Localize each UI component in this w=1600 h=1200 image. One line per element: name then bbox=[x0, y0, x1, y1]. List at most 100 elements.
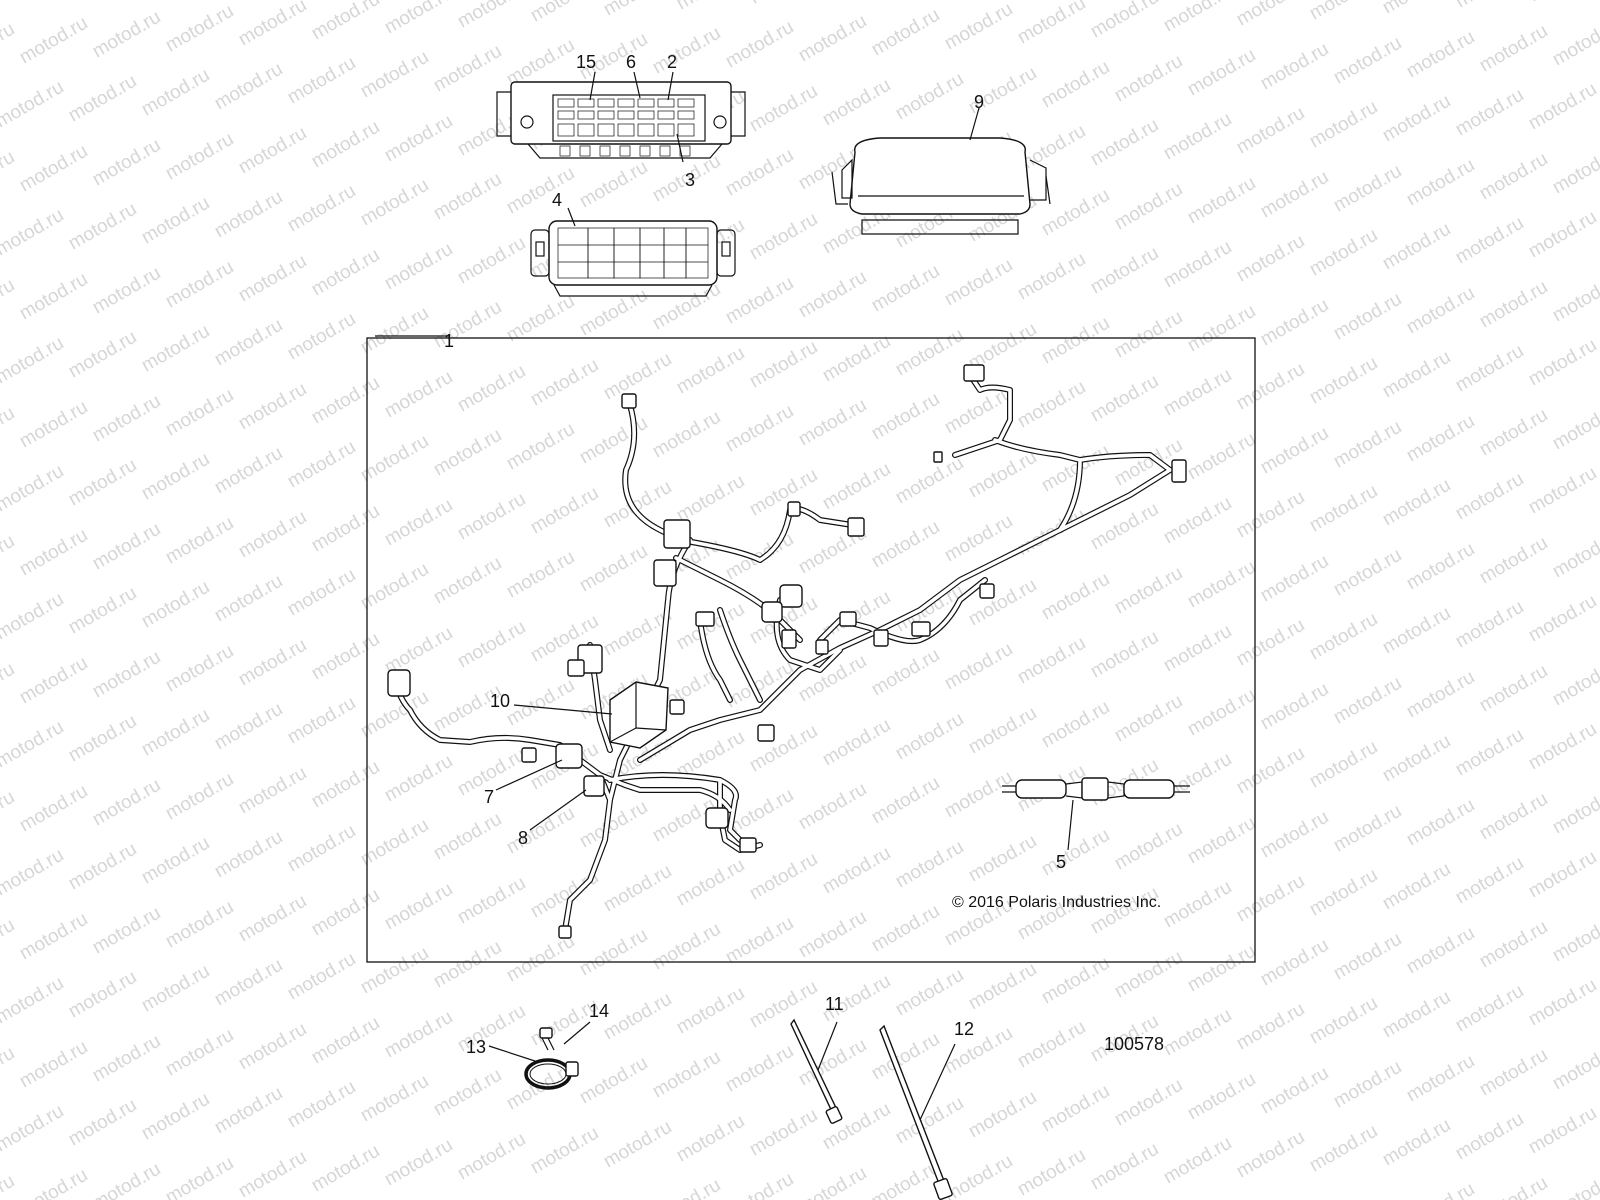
watermark-text: motod.ru bbox=[430, 553, 505, 609]
watermark-text: motod.ru bbox=[1014, 633, 1089, 689]
watermark-text: motod.ru bbox=[673, 983, 748, 1039]
watermark-text: motod.ru bbox=[211, 443, 286, 499]
watermark-text: motod.ru bbox=[795, 907, 870, 963]
watermark-text: motod.ru bbox=[600, 989, 675, 1045]
watermark-text: motod.ru bbox=[1233, 999, 1308, 1055]
watermark-text: motod.ru bbox=[16, 13, 91, 69]
watermark-text: motod.ru bbox=[1014, 0, 1089, 48]
watermark-text: motod.ru bbox=[430, 425, 505, 481]
watermark-text: motod.ru bbox=[1014, 249, 1089, 305]
watermark-text: motod.ru bbox=[0, 845, 67, 901]
watermark-text: motod.ru bbox=[576, 925, 651, 981]
watermark-text: motod.ru bbox=[746, 977, 821, 1033]
watermark-text: motod.ru bbox=[1549, 271, 1600, 327]
watermark-text: motod.ru bbox=[381, 751, 456, 807]
watermark-text: motod.ru bbox=[1306, 97, 1381, 153]
watermark-text: motod.ru bbox=[1160, 1005, 1235, 1061]
watermark-text: motod.ru bbox=[0, 333, 67, 389]
watermark-text: motod.ru bbox=[235, 123, 310, 179]
callout-2: 2 bbox=[667, 52, 677, 72]
watermark-text: motod.ru bbox=[1452, 1109, 1527, 1165]
watermark-text: motod.ru bbox=[1087, 115, 1162, 171]
watermark-text: motod.ru bbox=[1549, 15, 1600, 71]
watermark-text: motod.ru bbox=[1476, 277, 1551, 333]
watermark-text: motod.ru bbox=[162, 1025, 237, 1081]
watermark-text: motod.ru bbox=[16, 909, 91, 965]
watermark-text: motod.ru bbox=[1233, 487, 1308, 543]
callout-8: 8 bbox=[518, 828, 528, 848]
cable-tie-long bbox=[879, 1024, 956, 1200]
watermark-text: motod.ru bbox=[1257, 295, 1332, 351]
watermark-text: motod.ru bbox=[722, 17, 797, 73]
watermark-text: motod.ru bbox=[1452, 725, 1527, 781]
watermark-text: motod.ru bbox=[1038, 57, 1113, 113]
watermark-text: motod.ru bbox=[795, 779, 870, 835]
watermark-text: motod.ru bbox=[649, 407, 724, 463]
watermark-text: motod.ru bbox=[357, 303, 432, 359]
watermark-text: motod.ru bbox=[0, 147, 18, 203]
watermark-text: motod.ru bbox=[1379, 859, 1454, 915]
watermark-text: motod.ru bbox=[357, 175, 432, 231]
watermark-text: motod.ru bbox=[1233, 743, 1308, 799]
watermark-text: motod.ru bbox=[746, 337, 821, 393]
watermark-text: motod.ru bbox=[454, 233, 529, 289]
watermark-text: motod.ru bbox=[138, 961, 213, 1017]
watermark-text: motod.ru bbox=[16, 269, 91, 325]
watermark-text: motod.ru bbox=[1476, 789, 1551, 845]
watermark-text: motod.ru bbox=[16, 1165, 91, 1200]
callout-7: 7 bbox=[484, 787, 494, 807]
watermark-text: motod.ru bbox=[235, 507, 310, 563]
watermark-text: motod.ru bbox=[1184, 813, 1259, 869]
watermark-text: motod.ru bbox=[1549, 527, 1600, 583]
watermark-text: motod.ru bbox=[576, 157, 651, 213]
watermark-text: motod.ru bbox=[1160, 0, 1235, 36]
watermark-text: motod.ru bbox=[1403, 923, 1478, 979]
watermark-text: motod.ru bbox=[1087, 627, 1162, 683]
watermark-text: motod.ru bbox=[892, 453, 967, 509]
watermark-text: motod.ru bbox=[965, 1087, 1040, 1143]
watermark-text: motod.ru bbox=[600, 0, 675, 20]
watermark-text: motod.ru bbox=[65, 199, 140, 255]
watermark-text: motod.ru bbox=[1233, 231, 1308, 287]
watermark-text: motod.ru bbox=[1403, 795, 1478, 851]
fuse-box-cover bbox=[530, 207, 736, 297]
watermark-text: motod.ru bbox=[162, 513, 237, 569]
watermark-text: motod.ru bbox=[1111, 51, 1186, 107]
watermark-text: motod.ru bbox=[527, 1123, 602, 1179]
watermark-text: motod.ru bbox=[1014, 377, 1089, 433]
watermark-text: motod.ru bbox=[600, 1117, 675, 1173]
harness-frame bbox=[366, 337, 1256, 963]
callout-12: 12 bbox=[954, 1019, 974, 1039]
watermark-text: motod.ru bbox=[1379, 91, 1454, 147]
watermark-text: motod.ru bbox=[1306, 993, 1381, 1049]
watermark-text: motod.ru bbox=[1233, 615, 1308, 671]
watermark-text: motod.ru bbox=[16, 141, 91, 197]
watermark-text: motod.ru bbox=[284, 693, 359, 749]
watermark-text: motod.ru bbox=[1038, 569, 1113, 625]
watermark-text: motod.ru bbox=[381, 1007, 456, 1063]
watermark-text: motod.ru bbox=[1087, 0, 1162, 42]
watermark-text: motod.ru bbox=[89, 903, 164, 959]
watermark-text: motod.ru bbox=[795, 267, 870, 323]
watermark-text: motod.ru bbox=[284, 181, 359, 237]
watermark-text: motod.ru bbox=[16, 653, 91, 709]
watermark-text: motod.ru bbox=[1476, 917, 1551, 973]
watermark-text: motod.ru bbox=[1160, 365, 1235, 421]
watermark-text: motod.ru bbox=[162, 257, 237, 313]
watermark-text: motod.ru bbox=[65, 455, 140, 511]
watermark-text: motod.ru bbox=[235, 891, 310, 947]
watermark-text: motod.ru bbox=[527, 355, 602, 411]
watermark-text: motod.ru bbox=[1330, 161, 1405, 217]
watermark-text: motod.ru bbox=[1257, 423, 1332, 479]
watermark-text: motod.ru bbox=[1306, 481, 1381, 537]
watermark-text: motod.ru bbox=[746, 1105, 821, 1161]
watermark-text: motod.ru bbox=[1403, 155, 1478, 211]
watermark-text: motod.ru bbox=[1160, 237, 1235, 293]
watermark-text: motod.ru bbox=[819, 715, 894, 771]
watermark-text: motod.ru bbox=[430, 41, 505, 97]
watermark-text: motod.ru bbox=[576, 797, 651, 853]
watermark-text: motod.ru bbox=[1525, 719, 1600, 775]
watermark-text: motod.ru bbox=[381, 495, 456, 551]
watermark-text: motod.ru bbox=[1160, 621, 1235, 677]
watermark-text: motod.ru bbox=[1403, 539, 1478, 595]
